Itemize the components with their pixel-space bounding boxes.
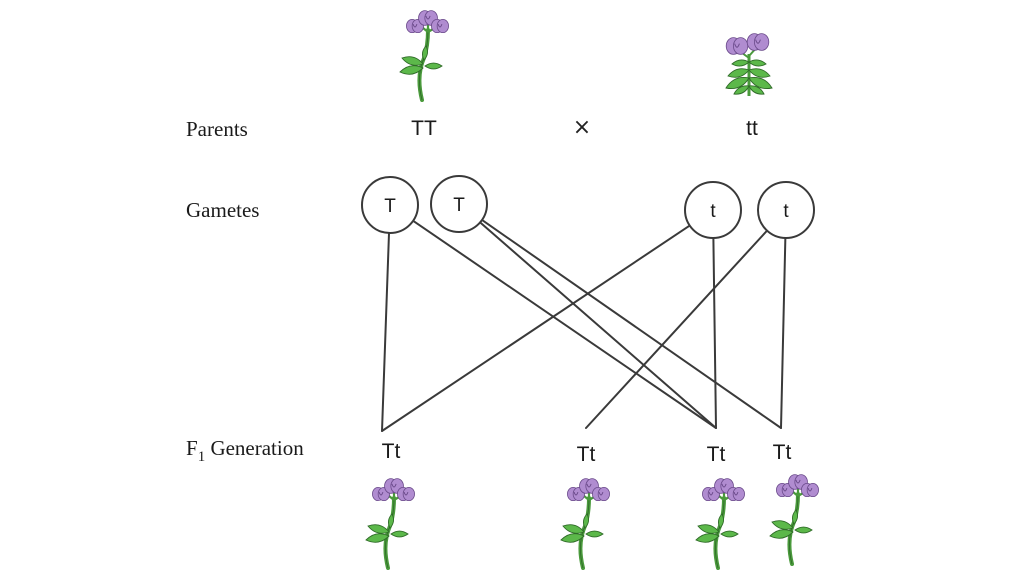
gamete: T bbox=[430, 175, 488, 233]
flower bbox=[397, 486, 415, 502]
leaf bbox=[794, 526, 813, 534]
gamete: t bbox=[757, 181, 815, 239]
leaf bbox=[733, 85, 750, 95]
leaf bbox=[399, 65, 424, 75]
connection-line bbox=[381, 224, 691, 432]
gametes-label: Gametes bbox=[186, 198, 260, 222]
connection-line bbox=[479, 221, 717, 429]
leaf bbox=[792, 509, 798, 525]
leaf bbox=[748, 77, 773, 89]
connection-line bbox=[712, 236, 717, 429]
connection-line bbox=[412, 219, 717, 429]
leaf bbox=[748, 68, 771, 78]
flower bbox=[727, 486, 745, 502]
leaf bbox=[731, 59, 750, 67]
leaf bbox=[748, 85, 765, 95]
gamete: t bbox=[684, 181, 742, 239]
tall-pea-plant-icon bbox=[365, 478, 415, 570]
tall-pea-plant-icon bbox=[399, 10, 449, 102]
flower bbox=[746, 33, 770, 51]
flower bbox=[714, 478, 734, 494]
tall-pea-plant-icon bbox=[695, 478, 745, 570]
gamete: T bbox=[361, 176, 419, 234]
flower bbox=[702, 486, 720, 502]
connection-line bbox=[381, 231, 391, 432]
offspring-genotype: Tt bbox=[576, 443, 596, 466]
leaf bbox=[771, 520, 794, 530]
gamete-circle bbox=[430, 175, 488, 233]
leaf bbox=[769, 529, 794, 539]
leaf bbox=[720, 530, 739, 538]
leaf bbox=[390, 530, 409, 538]
f1-generation-label: F1 Generation bbox=[186, 436, 304, 466]
leaf bbox=[365, 533, 390, 543]
connection-line bbox=[585, 229, 769, 429]
leaf bbox=[367, 524, 390, 534]
tall-pea-plant-icon bbox=[560, 478, 610, 570]
flower bbox=[725, 37, 749, 55]
f1-letter: F bbox=[186, 436, 198, 460]
leaf bbox=[401, 56, 424, 66]
offspring-genotype: Tt bbox=[381, 440, 401, 463]
f1-rest: Generation bbox=[205, 436, 304, 460]
parents-label: Parents bbox=[186, 117, 248, 141]
parent-right-genotype: tt bbox=[746, 117, 758, 140]
leaf bbox=[422, 45, 428, 61]
gamete-allele: t bbox=[710, 201, 716, 222]
leaf bbox=[424, 62, 443, 70]
gamete-allele: T bbox=[384, 196, 396, 217]
short-pea-plant-icon bbox=[725, 33, 773, 96]
leaf bbox=[560, 533, 585, 543]
connection-line bbox=[780, 236, 787, 429]
tall-pea-plant-icon bbox=[769, 474, 819, 566]
gamete-allele: T bbox=[453, 195, 465, 216]
offspring-genotype: Tt bbox=[706, 443, 726, 466]
offspring-genotype: Tt bbox=[772, 441, 792, 464]
gamete-allele: t bbox=[783, 201, 789, 222]
leaf bbox=[583, 513, 589, 529]
leaf bbox=[695, 533, 720, 543]
flower bbox=[801, 482, 819, 498]
leaf bbox=[585, 530, 604, 538]
leaf bbox=[748, 59, 767, 67]
gamete-circle bbox=[684, 181, 742, 239]
flower bbox=[431, 18, 449, 34]
leaf bbox=[725, 77, 750, 89]
leaf bbox=[697, 524, 720, 534]
parent-left-genotype: TT bbox=[411, 117, 437, 140]
leaf bbox=[718, 513, 724, 529]
cross-symbol: × bbox=[572, 115, 592, 140]
leaf bbox=[727, 68, 750, 78]
f1-subscript: 1 bbox=[197, 449, 206, 465]
gamete-circle bbox=[361, 176, 419, 234]
connection-line bbox=[480, 218, 782, 429]
leaf bbox=[388, 513, 394, 529]
flower bbox=[592, 486, 610, 502]
gamete-circle bbox=[757, 181, 815, 239]
leaf bbox=[562, 524, 585, 534]
flower bbox=[788, 474, 808, 490]
